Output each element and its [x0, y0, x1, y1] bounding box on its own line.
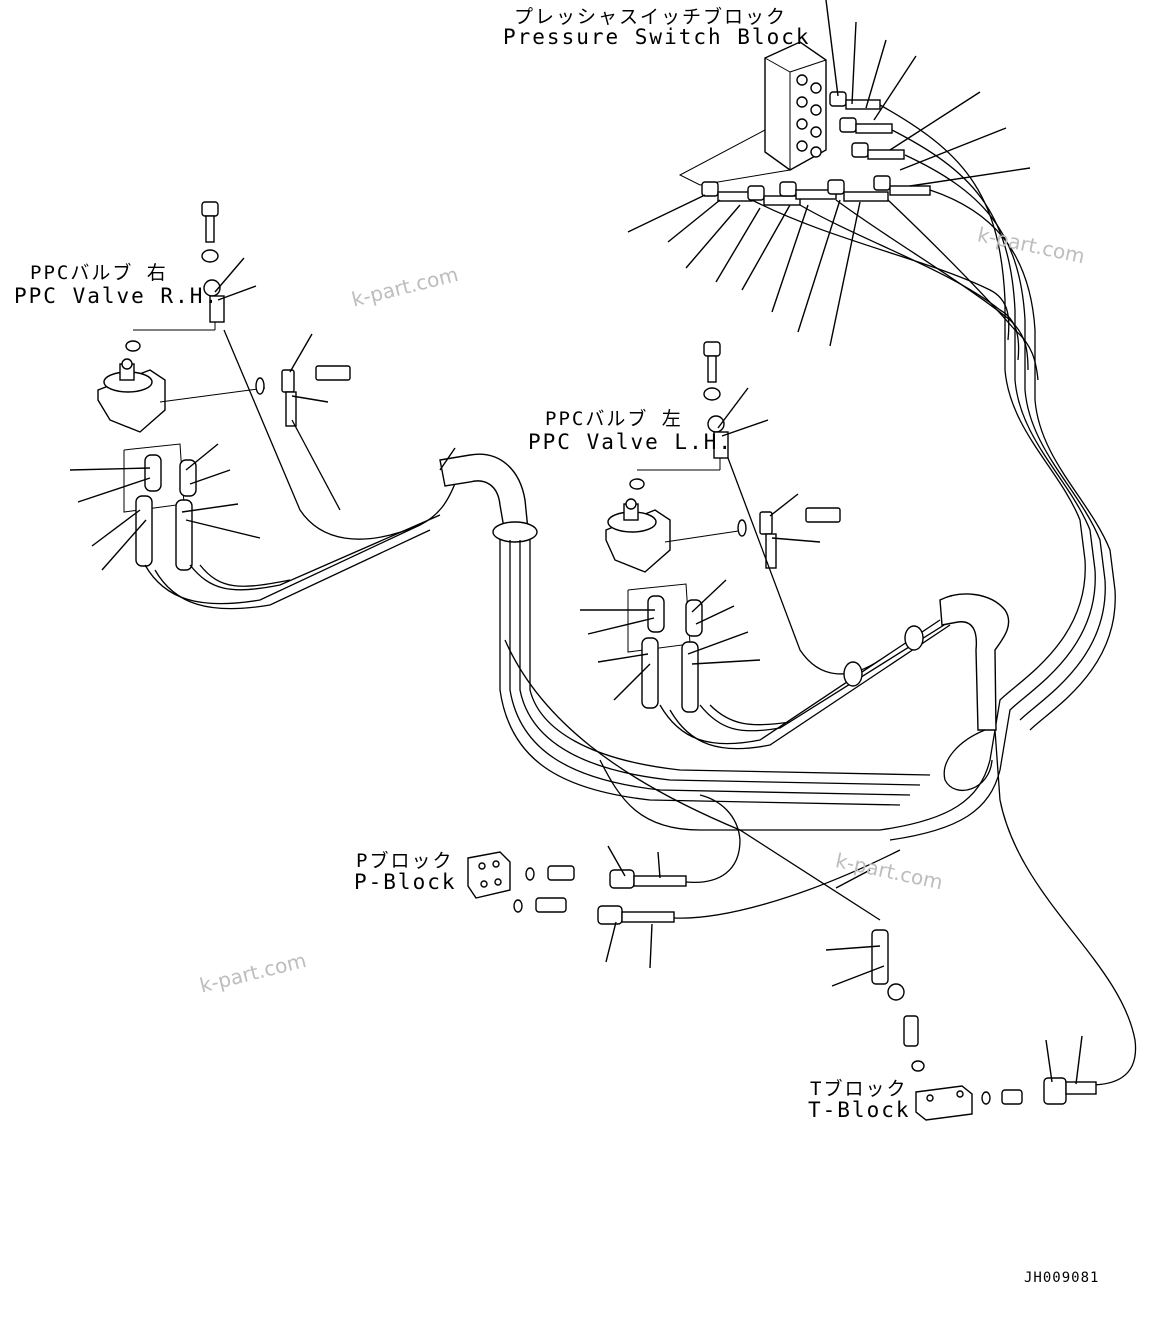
- pressure-switch-hoses: [599, 91, 1116, 841]
- ppc-valve-lh-label-en: PPC Valve L.H.: [528, 430, 734, 454]
- drawing-code: JH009081: [1024, 1270, 1100, 1286]
- pressure-switch-block-label-en: Pressure Switch Block: [503, 25, 811, 49]
- ppc-valve-rh-label-jp: PPCバルブ 右: [30, 262, 168, 284]
- center-elbow-bundle: [439, 447, 931, 921]
- p-block-label-en: P-Block: [354, 870, 457, 894]
- pressure-switch-block-label-jp: プレッシャスイッチブロック: [514, 6, 788, 28]
- p-block: [467, 794, 901, 969]
- ppc-valve-lh: [580, 341, 1137, 1086]
- pressure-switch-leaders: [627, 0, 1031, 347]
- t-block-label-en: T-Block: [808, 1098, 911, 1122]
- t-block-label-jp: Tブロック: [810, 1078, 908, 1100]
- ppc-valve-lh-label-jp: PPCバルブ 左: [545, 408, 683, 430]
- ppc-valve-rh: [69, 201, 461, 610]
- ppc-valve-rh-label-en: PPC Valve R.H.: [14, 284, 220, 308]
- p-block-label-jp: Pブロック: [356, 850, 454, 872]
- pressure-switch-block: [678, 41, 827, 186]
- t-block: [825, 869, 1097, 1121]
